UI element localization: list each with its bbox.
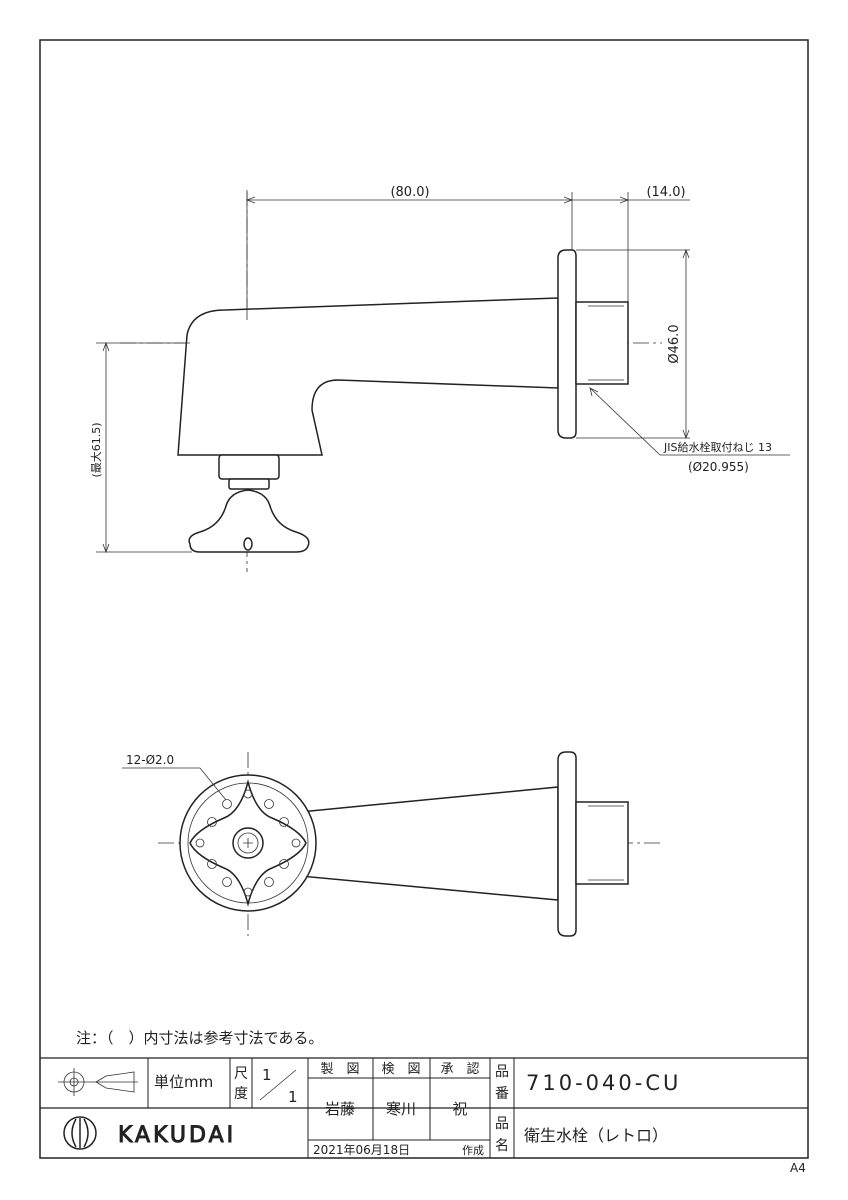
drawn-by: 岩藤 <box>325 1100 355 1118</box>
holes-label: 12-Ø2.0 <box>126 753 174 767</box>
flange <box>557 249 577 439</box>
scale-label: 尺 <box>234 1066 248 1082</box>
approved-label: 承 認 <box>440 1061 479 1077</box>
kakudai-logo-icon <box>63 1116 97 1150</box>
dimension-flange-diameter-label: Ø46.0 <box>667 324 682 363</box>
dimension-length-label: (80.0) <box>390 185 429 200</box>
unit-label: 単位mm <box>154 1073 213 1091</box>
approved-by: 祝 <box>452 1100 467 1118</box>
cross-handle <box>188 489 310 553</box>
projection-symbol-icon <box>58 1068 138 1096</box>
reference-note: 注：（ ）内寸法は参考寸法である。 <box>76 1029 323 1047</box>
dimension-max-height-label: (最大61.5) <box>89 422 103 477</box>
scale-denominator: 1 <box>288 1088 298 1106</box>
spout-body <box>177 297 559 456</box>
part-name-label-2: 名 <box>495 1138 509 1154</box>
created-label: 作成 <box>462 1144 484 1157</box>
checked-by: 寒川 <box>386 1100 416 1118</box>
brand-name: KAKUDAI <box>118 1123 236 1148</box>
top-spout-body <box>299 786 559 901</box>
checked-label: 検 図 <box>381 1062 420 1077</box>
paper-size: A4 <box>790 1161 806 1175</box>
scale-label-2: 度 <box>234 1086 248 1102</box>
part-no-label-2: 番 <box>495 1086 509 1102</box>
handle-holes <box>195 789 301 897</box>
valve-stem <box>218 454 280 480</box>
drawn-label: 製 図 <box>320 1062 359 1077</box>
top-thread-section <box>575 801 629 885</box>
thread-leader-line <box>589 387 661 456</box>
top-flange <box>557 751 577 937</box>
part-name: 衛生水栓（レトロ） <box>524 1126 668 1145</box>
thread-spec-label: JIS給水栓取付ねじ 13 <box>663 440 772 454</box>
thread-section <box>575 301 629 385</box>
side-view: (80.0) (14.0) Ø46.0 (最大61.5) JIS給水栓取付ねじ … <box>89 185 790 572</box>
creation-date: 2021年06月18日 <box>313 1143 410 1157</box>
dimension-thread-length-label: (14.0) <box>646 185 685 200</box>
part-number: 710-040-CU <box>526 1071 681 1095</box>
drawing-border <box>39 39 809 1159</box>
title-block: 単位mm 尺 度 1 1 製 図 検 図 承 認 岩藤 寒川 祝 品 番 710… <box>40 1057 808 1158</box>
top-view: 12-Ø2.0 <box>122 751 662 937</box>
scale-fraction-line <box>259 1069 297 1101</box>
thread-diameter-label: (Ø20.955) <box>688 460 749 474</box>
part-no-label-1: 品 <box>495 1064 509 1080</box>
part-name-label-1: 品 <box>495 1116 509 1132</box>
scale-numerator: 1 <box>262 1066 272 1084</box>
